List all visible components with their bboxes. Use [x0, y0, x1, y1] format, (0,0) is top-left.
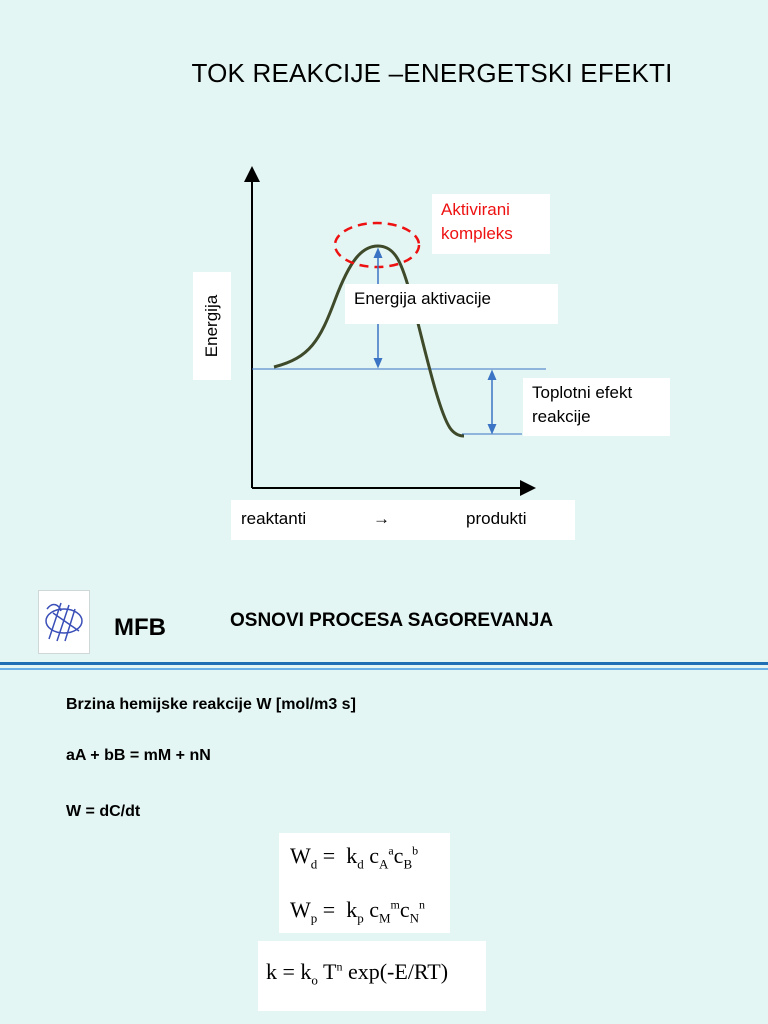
- heat-effect-label-1: Toplotni efekt: [532, 383, 633, 402]
- reaction-rate-line: Brzina hemijske reakcije W [mol/m3 s]: [66, 696, 356, 713]
- activation-energy-box: Energija aktivacije: [345, 284, 558, 324]
- rate-constant-box: k = ko Tn exp(-E/RT): [258, 941, 486, 1011]
- energy-curve: [273, 244, 465, 438]
- mfb-text: MFB: [114, 614, 166, 641]
- wd-formula: Wd = kd cAacBb: [290, 843, 419, 872]
- rate-formulas-box: Wd = kd cAacBb Wp = kp cMmcNn: [279, 833, 450, 933]
- rate-constant-formula: k = ko Tn exp(-E/RT): [266, 959, 449, 988]
- logo-emblem-icon: [45, 602, 83, 642]
- activated-complex-label-1: Aktivirani: [441, 200, 510, 219]
- heat-effect-label-2: reakcije: [532, 407, 591, 426]
- x-axis-right-label: produkti: [466, 509, 527, 528]
- activation-energy-label: Energija aktivacije: [354, 289, 492, 308]
- activated-complex-label-2: kompleks: [441, 224, 513, 243]
- wp-formula: Wp = kp cMmcNn: [290, 897, 426, 926]
- x-axis-left-label: reaktanti: [241, 509, 307, 528]
- slide-title: TOK REAKCIJE –ENERGETSKI EFEKTI: [191, 58, 673, 88]
- divider-light: [0, 668, 768, 670]
- heat-effect-box: Toplotni efekt reakcije: [523, 378, 670, 436]
- activated-complex-box: Aktivirani kompleks: [432, 194, 550, 254]
- divider: [0, 662, 768, 665]
- x-axis-label-box: reaktanti → produkti: [231, 500, 575, 540]
- reaction-equation-line: aA + bB = mM + nN: [66, 747, 211, 764]
- y-axis-label: Energija: [202, 294, 221, 358]
- rate-definition-line: W = dC/dt: [66, 803, 141, 820]
- energy-diagram: [244, 166, 546, 496]
- section-title: OSNOVI PROCESA SAGOREVANJA: [230, 610, 554, 631]
- x-axis-arrow: →: [373, 509, 390, 528]
- y-axis-label-box: Energija: [193, 272, 231, 380]
- mfb-logo: [38, 590, 90, 654]
